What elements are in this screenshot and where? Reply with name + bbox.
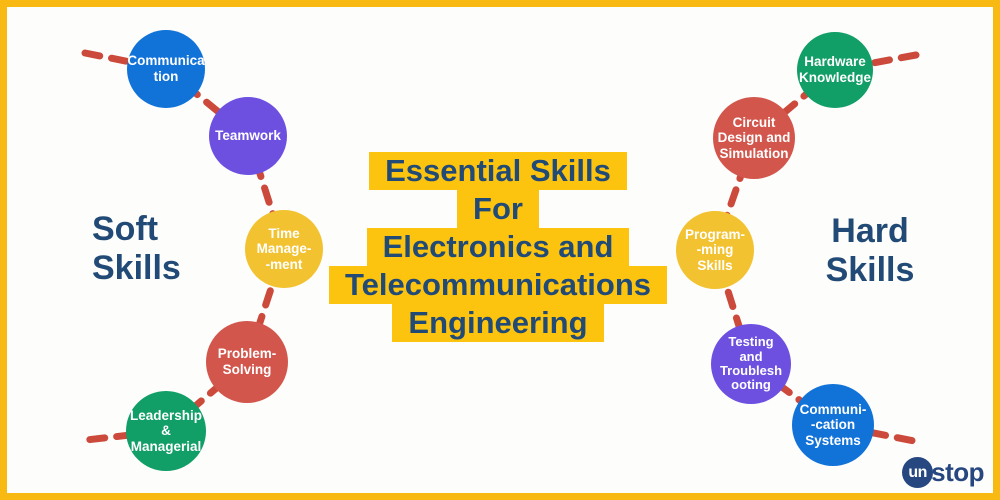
title-line-5: Engineering <box>392 304 604 342</box>
skill-node-testing-troubleshooting: Testing and Troublesh ooting <box>711 324 791 404</box>
skill-node-problem-solving: Problem- Solving <box>206 321 288 403</box>
skill-node-communication-systems: Communi- -cation Systems <box>792 384 874 466</box>
title-line-4: Telecommunications <box>328 266 668 304</box>
unstop-logo-circle: un <box>902 457 934 488</box>
skill-node-time-management: Time Manage- -ment <box>245 210 323 288</box>
skill-node-programming-skills: Program- -ming Skills <box>676 211 754 289</box>
skill-node-teamwork: Teamwork <box>209 97 287 175</box>
title-line-3: Electronics and <box>366 228 630 266</box>
main-title: Essential Skills For Electronics and Tel… <box>298 152 698 342</box>
title-line-2: For <box>457 190 539 228</box>
unstop-logo-wordmark: stop <box>931 457 984 487</box>
skill-node-leadership-managerial: Leadership & Managerial <box>126 391 206 471</box>
skill-node-communication: Communica tion <box>127 30 205 108</box>
skill-node-circuit-design-simulation: Circuit Design and Simulation <box>713 97 795 179</box>
unstop-logo: un stop <box>902 457 984 488</box>
skill-node-hardware-knowledge: Hardware Knowledge <box>797 32 873 108</box>
soft-skills-label: Soft Skills <box>92 210 181 287</box>
title-line-1: Essential Skills <box>369 152 627 190</box>
hard-skills-label: Hard Skills <box>825 212 915 289</box>
